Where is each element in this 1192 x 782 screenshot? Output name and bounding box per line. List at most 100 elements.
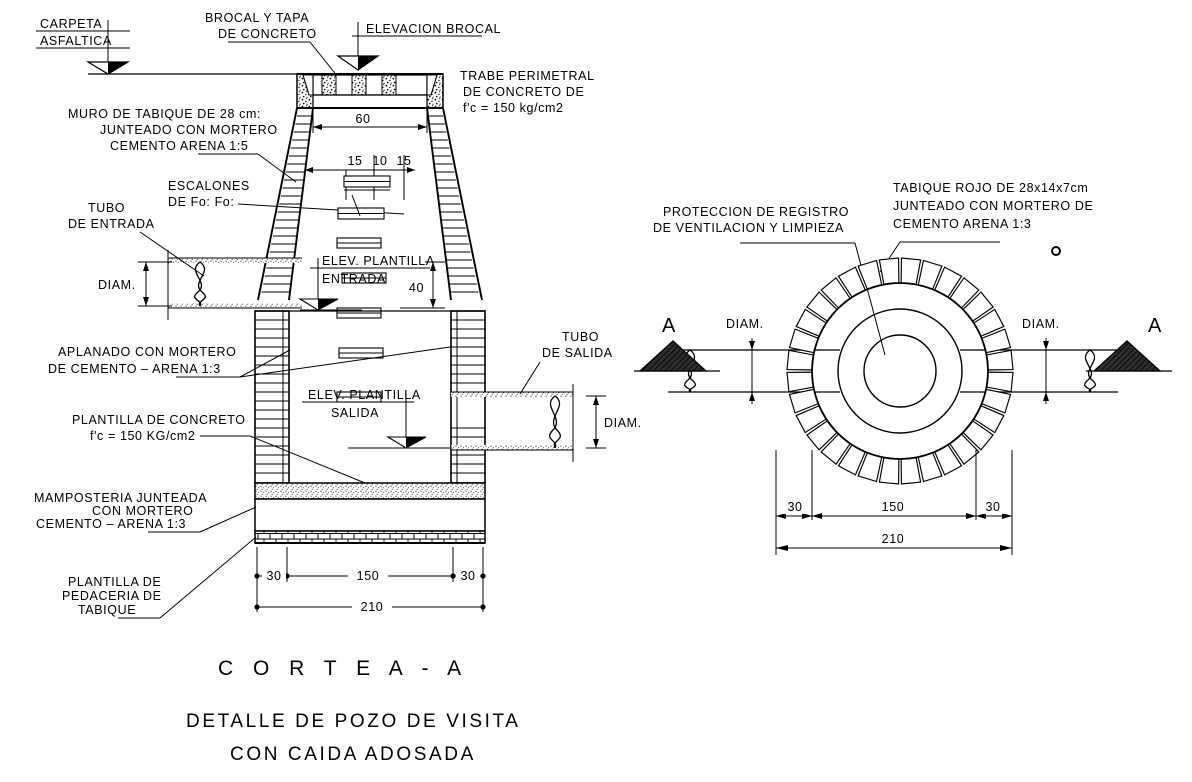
radial-brick [900,456,922,485]
label-mamposteria-l2: CON MORTERO [92,504,194,518]
dimension-value-15-right: 15 [396,154,411,168]
section-view: CARPETA ASFALTICA BROCAL Y TAPA DE CONCR… [34,11,642,619]
radial-brick [786,371,815,393]
elev-plantilla-entrada-symbol [298,258,430,311]
radial-brick-ring [786,257,1014,485]
muro-leader [198,153,297,183]
label-brocal-line2: DE CONCRETO [218,27,317,41]
label-elev-plantilla-entrada-l2: ENTRADA [322,272,386,286]
label-aplanado-line2: DE CEMENTO – ARENA 1:3 [48,362,221,376]
title-section-a-a: C O R T E A - A [218,657,468,680]
plan-opening-circle [863,334,937,408]
section-marker-left [634,340,720,372]
elev-plantilla-salida-symbol [302,394,452,449]
label-mamposteria-l3: CEMENTO – ARENA 1:3 [36,517,186,531]
section-letter-right: A [1148,315,1162,337]
title-main-line2: CON CAIDA ADOSADA [230,744,476,765]
label-tubo-salida-line2: DE SALIDA [542,346,613,360]
degree-marker [1051,246,1061,256]
cone-right-wall [426,107,483,301]
plan-view: PROTECCION DE REGISTRO DE VENTILACION Y … [634,181,1172,555]
label-tubo-entrada-line1: TUBO [88,201,125,215]
label-trabe-line1: TRABE PERIMETRAL [460,69,595,83]
label-brocal-line1: BROCAL Y TAPA [205,11,309,25]
label-tabique-l2: JUNTEADO CON MORTERO DE [893,199,1093,213]
dimension-base-left: 30 [266,569,281,583]
tubo-salida-leader [519,361,541,395]
plan-inner-wall-circle [837,308,963,434]
label-muro-line3: CEMENTO ARENA 1:5 [110,139,248,153]
label-plantilla-pedaceria-l3: TABIQUE [78,603,136,617]
dimension-diam-outlet [586,395,606,449]
dimension-value-10-mid: 10 [372,154,387,168]
label-trabe-line3: f'c = 150 kg/cm2 [463,101,564,115]
label-carpeta-line2: ASFALTICA [40,34,112,48]
inlet-pipe [167,250,302,320]
dimension-diam-inlet [138,261,172,307]
label-tubo-salida-line1: TUBO [562,330,599,344]
dimension-throat-60 [312,110,428,133]
dimension-drop-40 [400,261,445,309]
label-escalones-line2: DE Fo: Fo: [168,195,234,209]
label-plantilla-pedaceria-l1: PLANTILLA DE [68,575,161,589]
label-diam-outlet: DIAM. [604,416,642,430]
dimension-steps-group [305,155,415,200]
label-aplanado-line1: APLANADO CON MORTERO [58,345,236,359]
plan-outer-wall-circle [811,282,989,460]
plan-dimension-diam-right [1043,338,1049,404]
tubo-entrada-leader [139,231,205,277]
mamposteria-leader [148,506,257,533]
radial-brick [878,456,900,485]
plan-dimension-chain [775,450,1013,555]
radial-brick [985,371,1014,393]
label-plan-diam-right: DIAM. [1022,317,1060,331]
plan-dimension-right: 30 [985,500,1000,514]
label-proteccion-l1: PROTECCION DE REGISTRO [663,205,849,219]
label-muro-line1: MURO DE TABIQUE DE 28 cm: [68,107,261,121]
dimension-base-right: 30 [460,569,475,583]
label-plantilla-pedaceria-l2: PEDACERIA DE [62,589,162,603]
label-escalones-line1: ESCALONES [168,179,250,193]
dimension-base-center: 150 [357,569,380,583]
label-plantilla-concreto-l1: PLANTILLA DE CONCRETO [72,413,246,427]
plan-dimension-left: 30 [787,500,802,514]
label-tabique-l1: TABIQUE ROJO DE 28x14x7cm [893,181,1088,195]
ladder-steps [336,175,391,403]
radial-brick [878,257,900,286]
base-slab-assembly [254,482,486,544]
dimension-value-40: 40 [409,281,424,295]
label-elev-plantilla-entrada-l1: ELEV. PLANTILLA [322,254,435,268]
carpeta-asfaltica-annotation [36,20,300,75]
label-elev-plantilla-salida-l2: SALIDA [331,406,379,420]
label-muro-line2: JUNTEADO CON MORTERO [100,123,278,137]
label-proteccion-l2: DE VENTILACION Y LIMPIEZA [653,221,844,235]
plan-dimension-total: 210 [882,532,905,546]
label-trabe-line2: DE CONCRETO DE [463,85,584,99]
label-tabique-l3: CEMENTO ARENA 1:3 [893,217,1031,231]
proteccion-leader [740,242,886,356]
label-elev-plantilla-salida-l1: ELEV. PLANTILLA [308,388,421,402]
label-plan-diam-left: DIAM. [726,317,764,331]
lower-chamber-left-wall [254,310,290,484]
plantilla-pedaceria-leader [118,536,257,619]
dimension-value-15-left: 15 [347,154,362,168]
brocal-cover-assembly [296,73,444,109]
label-tubo-entrada-line2: DE ENTRADA [68,217,155,231]
dimension-value-60: 60 [355,112,370,126]
label-diam-inlet: DIAM. [98,278,136,292]
label-carpeta-line1: CARPETA [40,17,102,31]
plan-dimension-diam-left [749,338,755,404]
plan-dimension-center: 150 [882,500,905,514]
outlet-pipe [451,384,574,462]
radial-brick [786,349,815,371]
title-main-line1: DETALLE DE POZO DE VISITA [186,711,521,732]
label-mamposteria-l1: MAMPOSTERIA JUNTEADA [34,491,207,505]
elevacion-brocal-symbol [336,22,482,71]
section-letter-left: A [662,315,676,337]
aplanado-leaders [176,346,451,378]
section-marker-right [1086,340,1172,372]
base-dimension-chain [254,547,486,612]
radial-brick [985,349,1014,371]
